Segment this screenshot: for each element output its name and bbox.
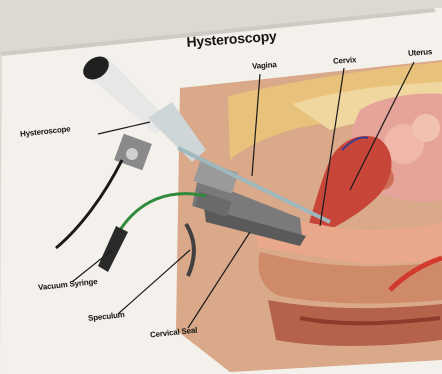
label-vagina: Vagina bbox=[252, 60, 277, 71]
label-uterus: Uterus bbox=[408, 47, 433, 58]
label-cervix: Cervix bbox=[333, 55, 357, 66]
